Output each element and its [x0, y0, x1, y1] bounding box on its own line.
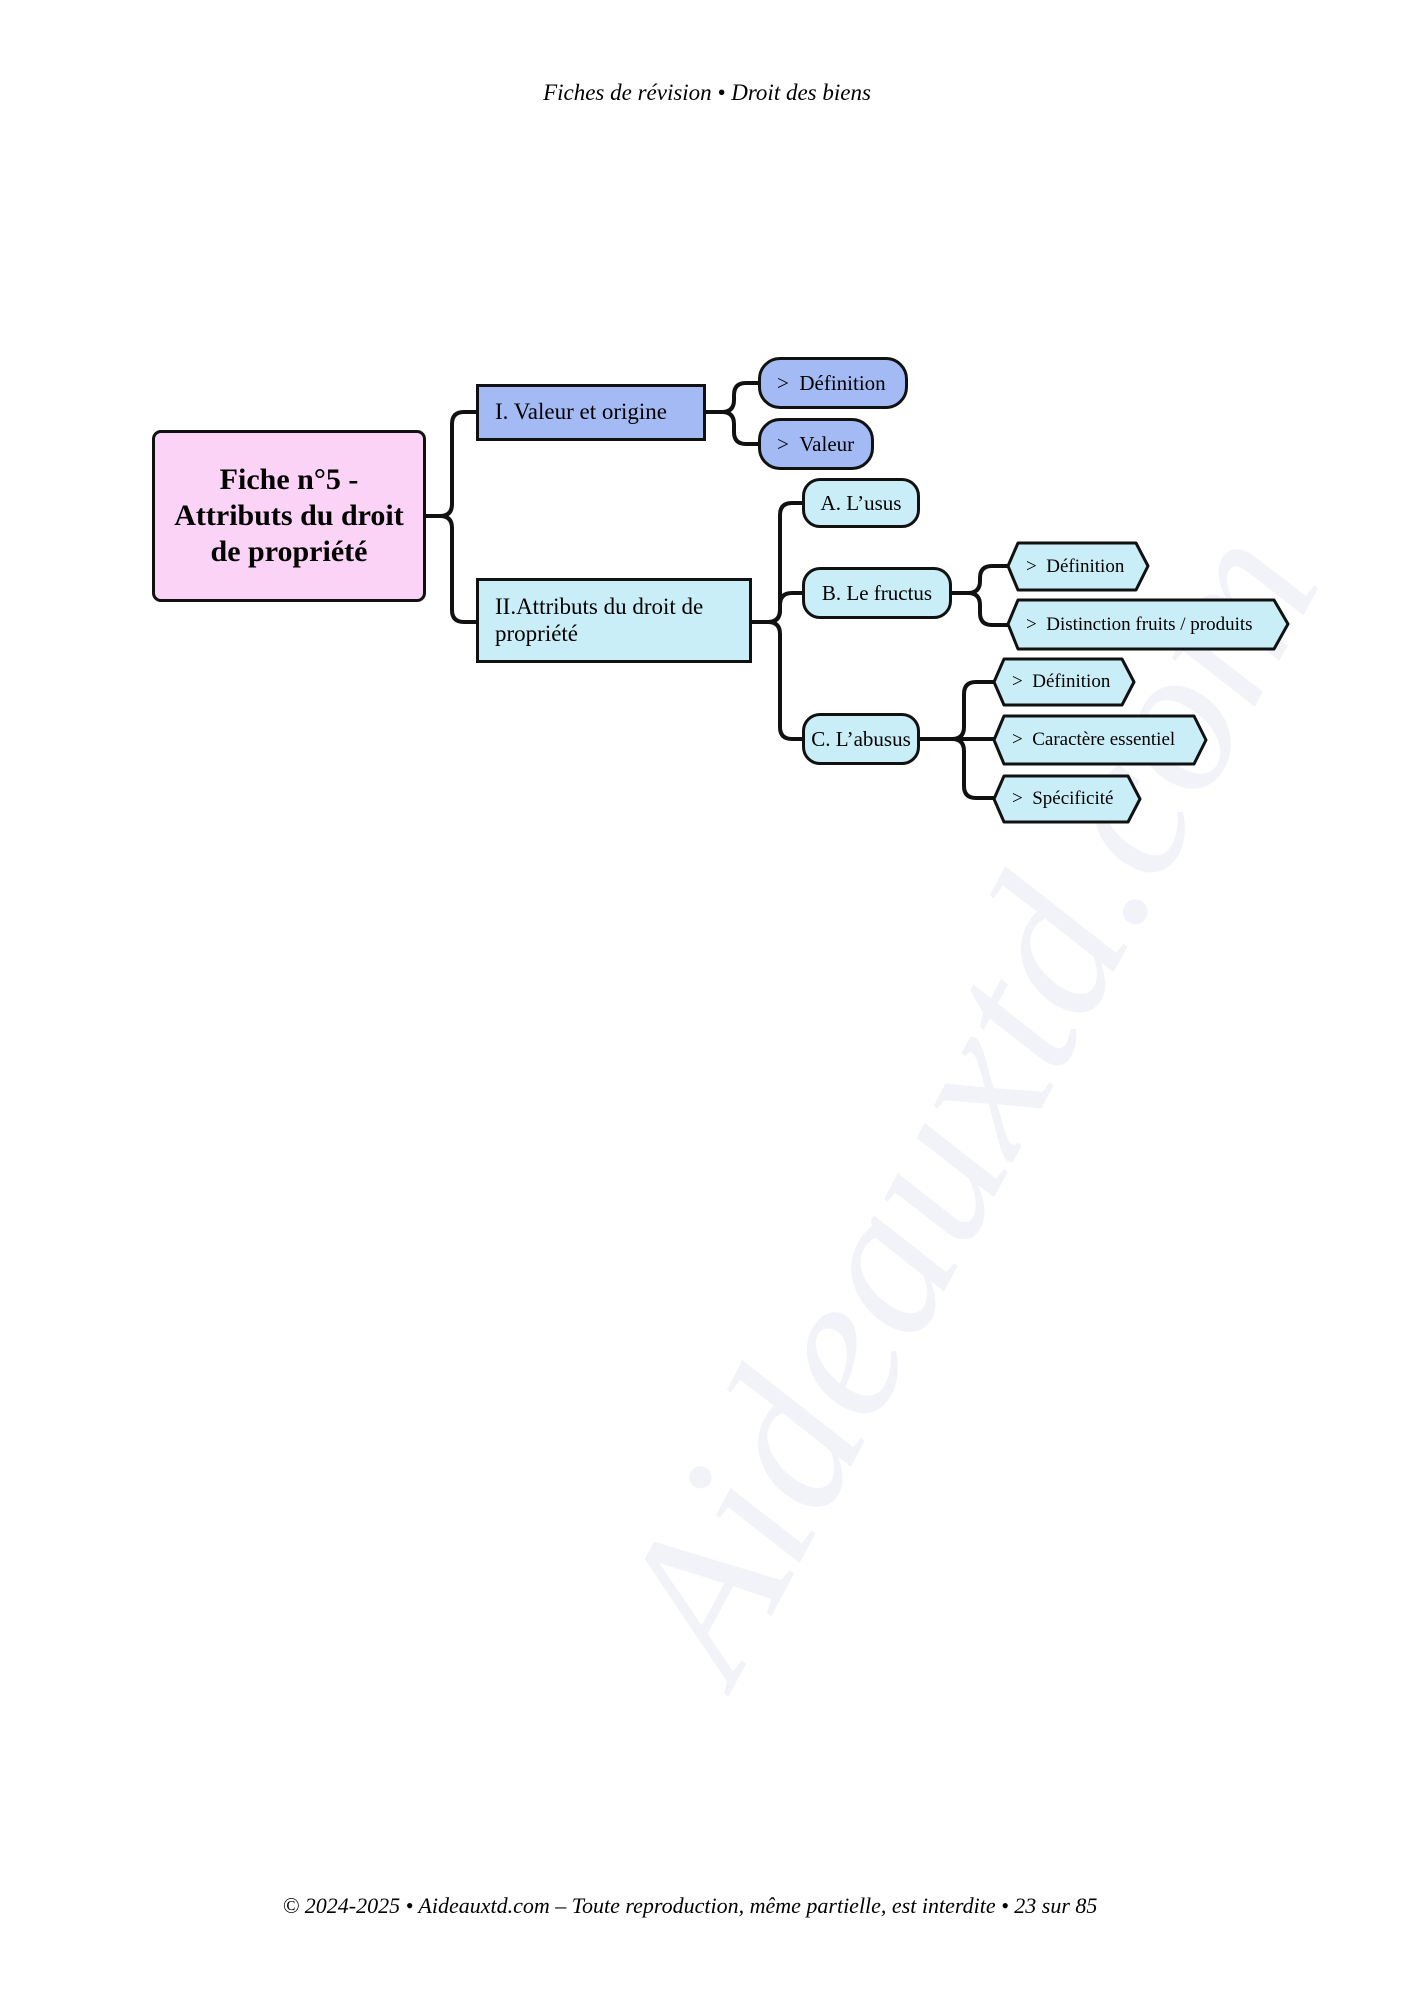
- connector-fructus-definition: [950, 564, 1012, 595]
- root-node: Fiche n°5 - Attributs du droit de propri…: [152, 430, 426, 602]
- page-header: Fiches de révision • Droit des biens: [543, 80, 871, 105]
- abusus-node: C. L’abusus: [802, 713, 920, 765]
- section1-node: I. Valeur et origine: [476, 384, 706, 441]
- connector-section2-usus: [750, 501, 804, 624]
- connector-section2-fructus: [766, 591, 804, 624]
- item-label: Spécificité: [1032, 788, 1114, 809]
- item-label: Définition: [1032, 671, 1111, 692]
- bullet-glyph: >: [777, 370, 789, 395]
- bullet-glyph: >: [777, 431, 789, 456]
- item-label: Caractère essentiel: [1032, 729, 1176, 750]
- abusus-item-definition: > Définition: [1012, 659, 1110, 705]
- section1-item-valeur: > Valeur: [758, 418, 874, 470]
- fructus-item-distinction: > Distinction fruits / produits: [1026, 600, 1253, 649]
- tag-fructus-definition-shape: [1006, 541, 1150, 592]
- page-footer: © 2024-2025 • Aideauxtd.com – Toute repr…: [282, 1893, 1098, 1918]
- bullet-glyph: >: [1026, 613, 1037, 635]
- section1-item-definition: > Définition: [758, 357, 908, 409]
- abusus-item-specificite: > Spécificité: [1012, 776, 1113, 822]
- bullet-glyph: >: [1012, 788, 1023, 809]
- connector-fructus-distinction: [966, 591, 1012, 627]
- tag-abusus-definition-shape: [992, 657, 1136, 707]
- tag-abusus-specificite-shape: [992, 774, 1142, 824]
- item-label: Définition: [1046, 555, 1125, 577]
- abusus-item-caractere: > Caractère essentiel: [1012, 716, 1175, 764]
- item-label: Distinction fruits / produits: [1046, 613, 1253, 635]
- item-label: Définition: [799, 370, 886, 395]
- fructus-node: B. Le fructus: [802, 567, 952, 619]
- item-label: Valeur: [799, 431, 855, 456]
- usus-node: A. L’usus: [802, 478, 920, 528]
- bullet-glyph: >: [1026, 555, 1037, 577]
- tag-fructus-distinction-shape: [1006, 598, 1290, 651]
- section2-node: II.Attributs du droit de propriété: [476, 578, 752, 663]
- connector-root-section2: [438, 514, 478, 624]
- fructus-item-definition: > Définition: [1026, 543, 1124, 590]
- bullet-glyph: >: [1012, 729, 1023, 750]
- bullet-glyph: >: [1012, 671, 1023, 692]
- connector-root-section1: [424, 410, 478, 518]
- connector-abusus-specificite: [950, 737, 998, 800]
- connector-section2-abusus: [766, 620, 804, 741]
- connector-section1-valeur: [720, 410, 760, 446]
- tag-abusus-caractere-shape: [992, 714, 1208, 766]
- connector-section1-definition: [704, 381, 760, 414]
- connector-abusus-definition: [918, 680, 998, 741]
